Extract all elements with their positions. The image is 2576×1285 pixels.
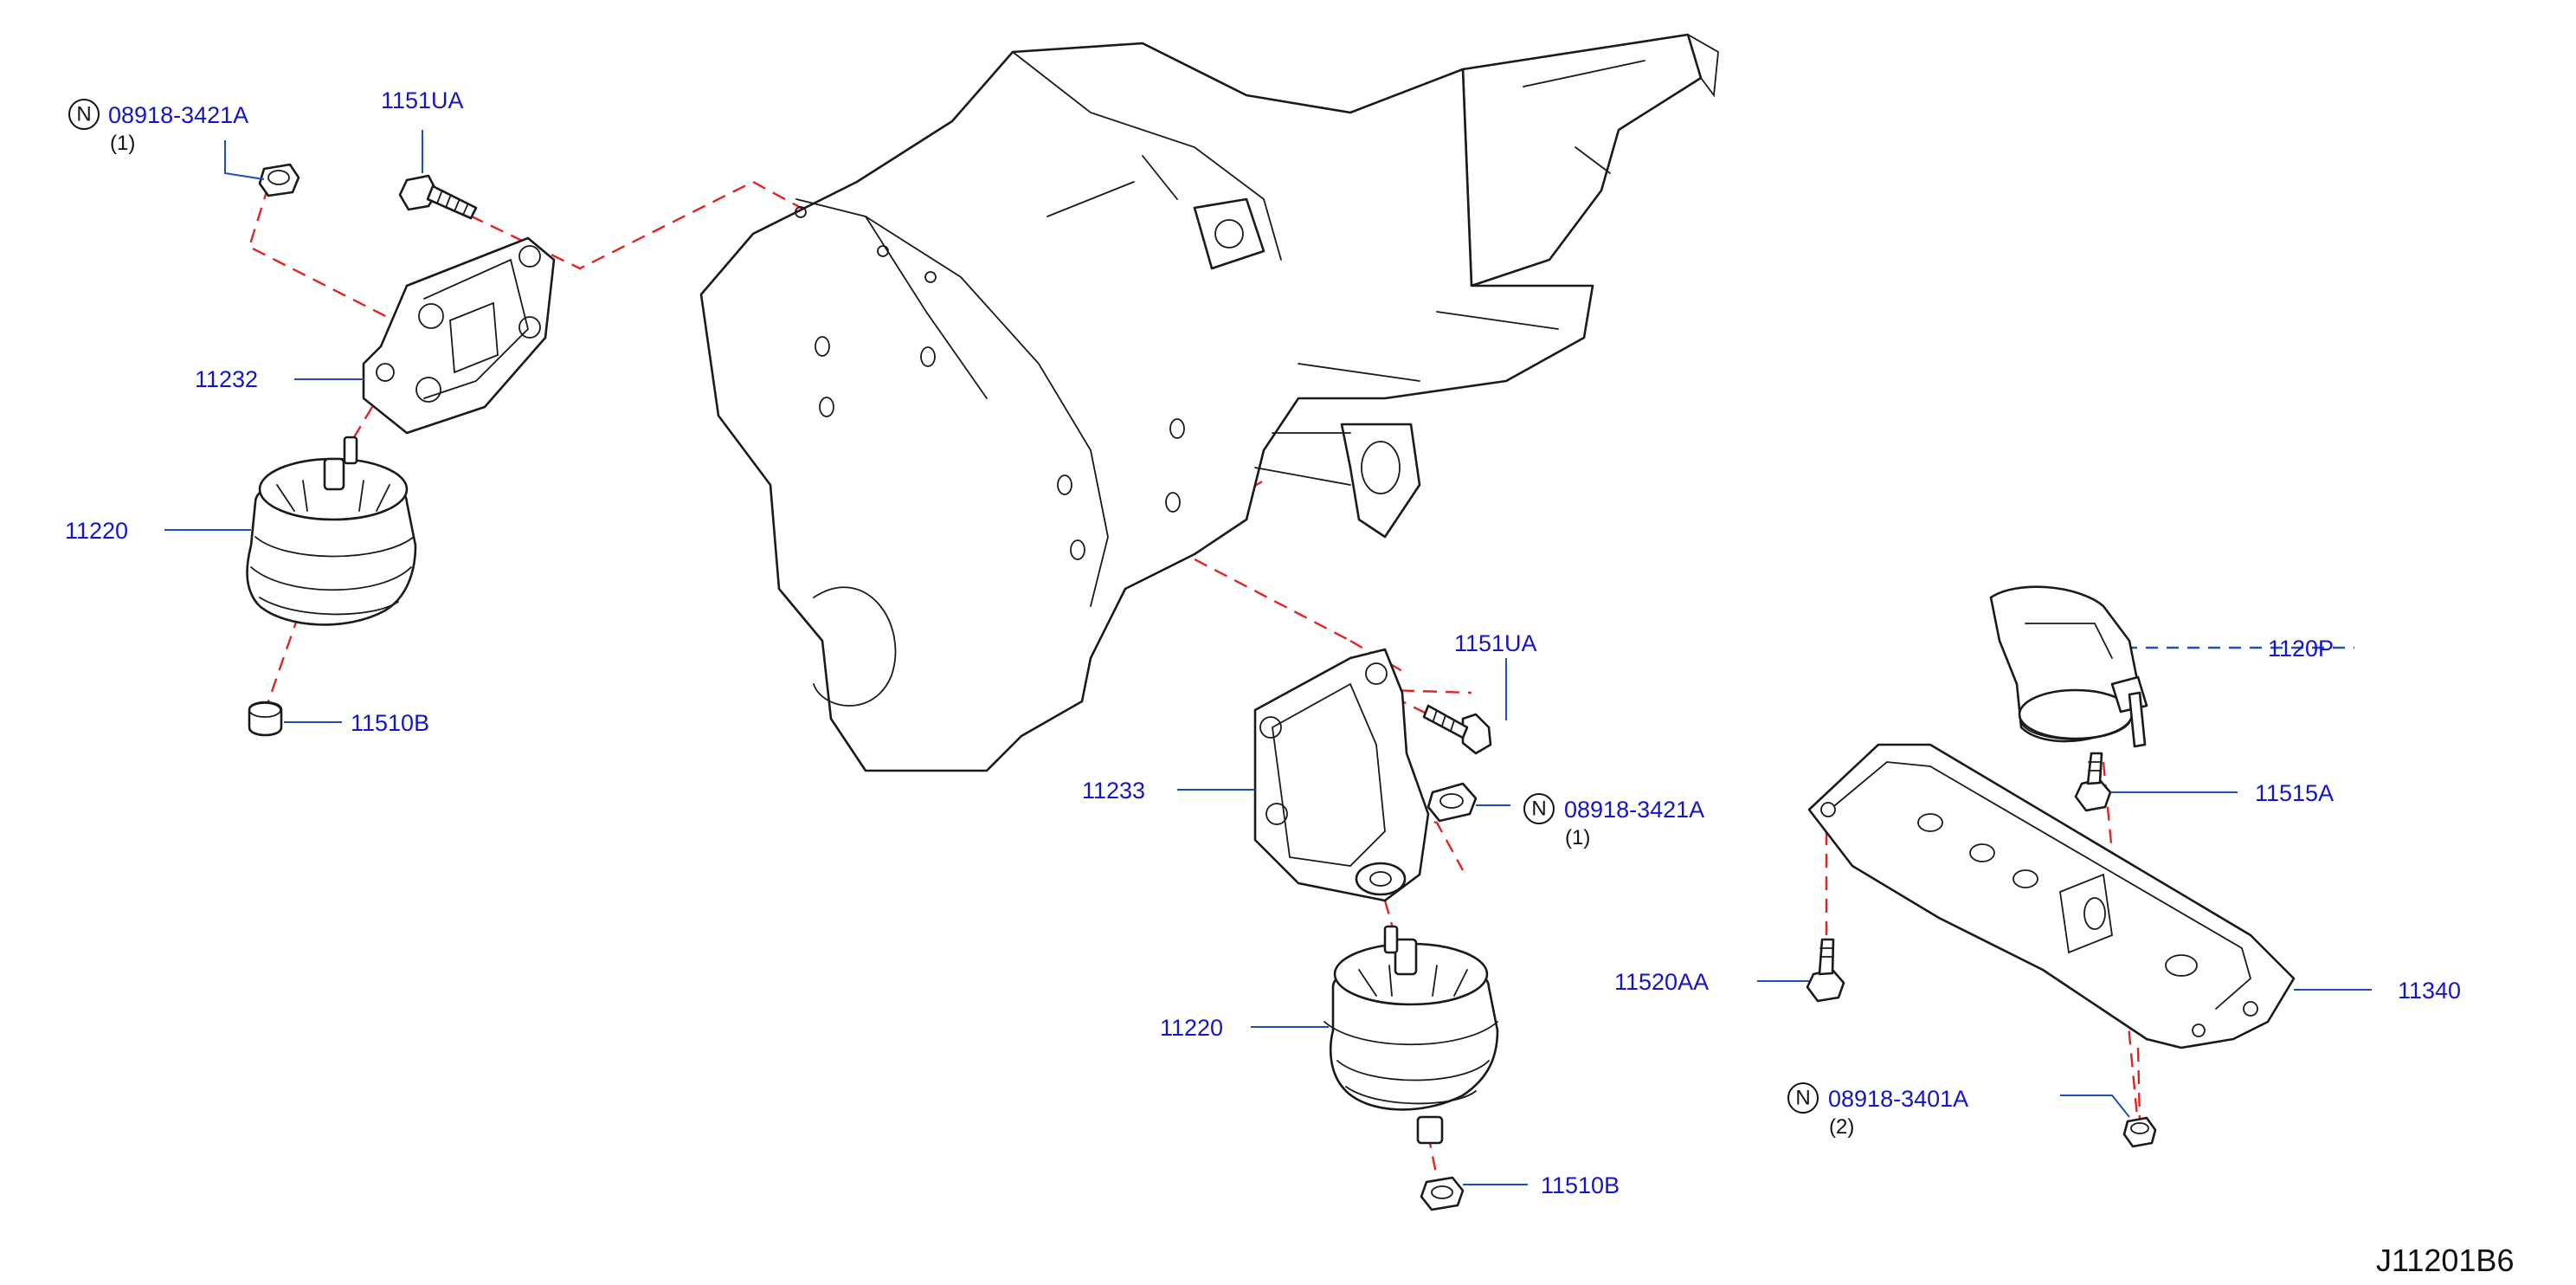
insulator-rear xyxy=(1989,585,2148,748)
n-marker-icon xyxy=(1523,793,1555,824)
callout-bolt-center[interactable]: 1151UA xyxy=(1454,630,1537,656)
callout-bolt-upper-left[interactable]: 1151UA xyxy=(381,87,464,113)
insulator-11220-center xyxy=(1323,925,1499,1145)
bolt-member xyxy=(1806,938,1845,1003)
nut-upper-left xyxy=(258,163,300,197)
callout-labels: N 08918-3421A (1) 1151UA 11232 11220 115… xyxy=(65,87,2514,1278)
bolt-center xyxy=(1422,704,1492,755)
callout-nut-member[interactable]: 08918-3401A xyxy=(1828,1086,1968,1112)
callout-nut-lower-center[interactable]: 11510B xyxy=(1541,1172,1620,1198)
nut-center xyxy=(1426,782,1478,823)
bolt-upper-left xyxy=(398,174,478,220)
nut-11510B-center xyxy=(1420,1176,1465,1211)
n-marker: N xyxy=(1795,1087,1810,1110)
callout-bracket-right[interactable]: 11233 xyxy=(1082,778,1145,804)
callout-nut-center[interactable]: 08918-3421A xyxy=(1564,797,1704,823)
callout-bolt-rear[interactable]: 11515A xyxy=(2255,780,2334,806)
n-marker-icon xyxy=(68,99,100,130)
callout-nut-lower-left[interactable]: 11510B xyxy=(351,710,429,736)
member-11340 xyxy=(1807,743,2296,1049)
callout-member-rear[interactable]: 11340 xyxy=(2398,978,2461,1004)
engine-transmission-assembly xyxy=(699,33,1719,772)
callout-insulator-left[interactable]: 11220 xyxy=(65,518,128,544)
leader-lines xyxy=(164,130,2372,1185)
n-marker: N xyxy=(1531,797,1546,821)
callout-insulator-center[interactable]: 11220 xyxy=(1160,1015,1223,1041)
callout-bracket-left[interactable]: 11232 xyxy=(195,366,258,392)
callout-nut-upper-left[interactable]: 08918-3421A xyxy=(108,102,248,128)
insulator-11220-left xyxy=(246,436,417,626)
qty-nut-center: (1) xyxy=(1565,826,1590,849)
bracket-11233 xyxy=(1253,648,1430,902)
bracket-11232 xyxy=(362,236,556,435)
callout-insulator-rear[interactable]: 1120P xyxy=(2268,636,2334,662)
qty-nut-upper-left: (1) xyxy=(110,132,135,155)
n-marker-icon xyxy=(1787,1082,1819,1114)
qty-nut-member: (2) xyxy=(1829,1115,1854,1139)
bolt-rear xyxy=(2074,752,2112,812)
n-marker: N xyxy=(76,103,91,126)
diagram-code: J11201B6 xyxy=(2376,1243,2514,1278)
nut-member xyxy=(2122,1116,2157,1148)
nut-11510B-left xyxy=(248,701,283,737)
callout-bolt-member[interactable]: 11520AA xyxy=(1614,969,1709,995)
